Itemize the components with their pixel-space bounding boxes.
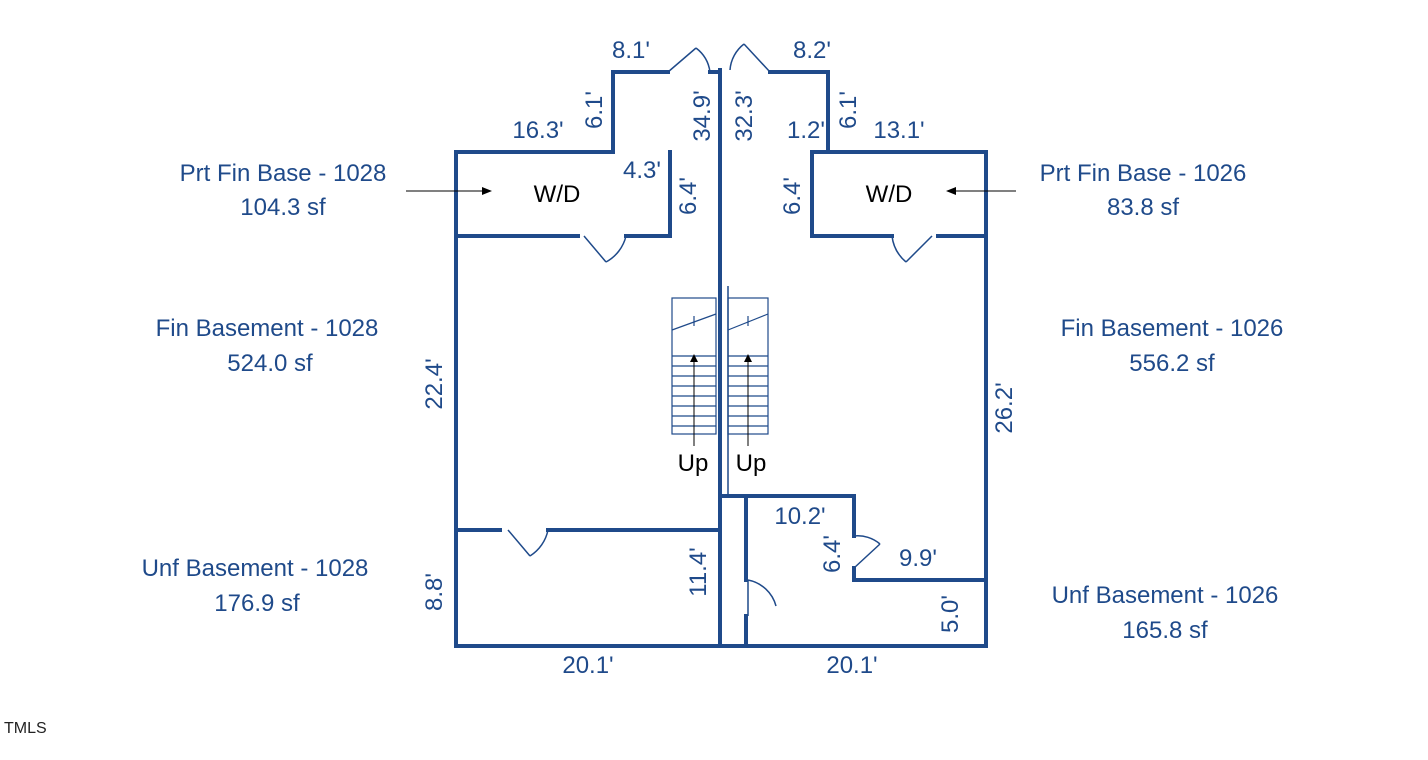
dim-left-wd-height: 6.4' (675, 177, 702, 215)
dim-center-right-depth: 32.3' (731, 90, 758, 141)
walls (454, 68, 988, 648)
door-right-wd (891, 235, 933, 263)
stair-right-arrow-head (744, 354, 752, 362)
stair-left-arrow-head (690, 354, 698, 362)
door-left-wd (583, 235, 627, 263)
dim-top-left-width: 8.1' (612, 37, 650, 64)
dim-right-top-run: 13.1' (873, 117, 924, 144)
room-fin-1028-name: Fin Basement - 1028 (156, 315, 379, 342)
dim-left-nook-height: 6.1' (581, 91, 608, 129)
dim-right-nook-height: 6.1' (835, 91, 862, 129)
stairs-right (727, 297, 769, 446)
door-corridor (747, 579, 777, 616)
room-prt-fin-1026-area: 83.8 sf (1107, 194, 1179, 221)
dim-center-unf-height: 11.4' (685, 547, 712, 597)
dim-left-unf-height: 8.8' (421, 573, 448, 611)
stair-up-right: Up (736, 450, 767, 477)
dim-bottom-right-width: 20.1' (826, 652, 877, 679)
dim-right-small: 1.2' (787, 117, 825, 144)
fixture-wd-right: W/D (866, 181, 913, 208)
dim-right-wd-height: 6.4' (779, 177, 806, 215)
door-left-unf (507, 529, 549, 557)
dim-right-fin-height: 26.2' (991, 382, 1018, 433)
dim-left-wd-width: 4.3' (623, 157, 661, 184)
dim-right-unf-room-width: 10.2' (774, 503, 825, 530)
stair-up-left: Up (678, 450, 709, 477)
dim-right-unf-height: 5.0' (937, 595, 964, 633)
room-prt-fin-1028-area: 104.3 sf (240, 194, 326, 221)
watermark-text: TMLS (4, 720, 47, 737)
room-prt-fin-1026-name: Prt Fin Base - 1026 (1040, 160, 1247, 187)
pointer-right-wd-head (946, 187, 956, 195)
dim-bottom-left-width: 20.1' (562, 652, 613, 679)
room-fin-1026-area: 556.2 sf (1129, 350, 1215, 377)
room-prt-fin-1028-name: Prt Fin Base - 1028 (180, 160, 387, 187)
dim-left-top-run: 16.3' (512, 117, 563, 144)
room-unf-1026-area: 165.8 sf (1122, 617, 1208, 644)
door-right-unf (853, 535, 881, 569)
fixture-wd-left: W/D (534, 181, 581, 208)
room-fin-1026-name: Fin Basement - 1026 (1061, 315, 1284, 342)
pointer-left-wd-head (482, 187, 492, 195)
stairs-left (671, 297, 717, 446)
dim-top-right-width: 8.2' (793, 37, 831, 64)
dim-center-left-depth: 34.9' (689, 90, 716, 141)
room-unf-1026-name: Unf Basement - 1026 (1052, 582, 1279, 609)
door-right-nook (729, 43, 771, 73)
dim-left-fin-height: 22.4' (421, 358, 448, 409)
door-left-nook (667, 47, 711, 73)
doors (507, 43, 933, 616)
dim-right-unf-room-height: 6.4' (819, 535, 846, 573)
room-unf-1028-area: 176.9 sf (214, 590, 300, 617)
room-unf-1028-name: Unf Basement - 1028 (142, 555, 369, 582)
dim-right-step-width: 9.9' (899, 545, 937, 572)
room-fin-1028-area: 524.0 sf (227, 350, 313, 377)
